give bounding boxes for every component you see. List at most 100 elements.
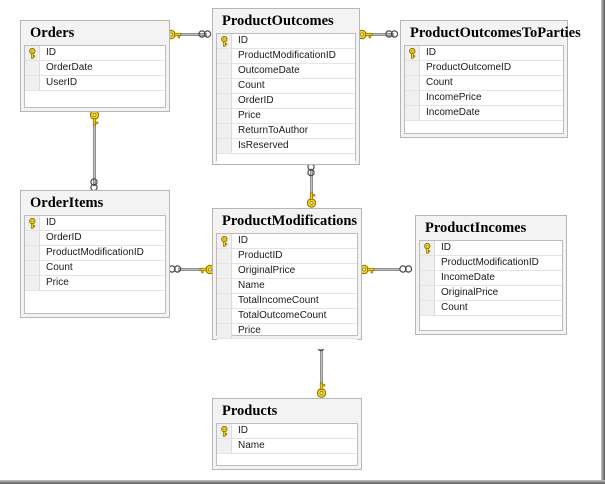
crowsfoot-endpoint-icon [399,263,413,275]
entity-field-name: IsReserved [238,140,289,151]
entity-field-row[interactable]: Count [420,301,562,316]
entity-field-name: ReturnToAuthor [238,125,309,136]
entity-field-row[interactable]: Name [217,279,357,294]
entity-field-row[interactable]: ID [217,234,357,249]
entity-field-row[interactable]: IncomeDate [405,106,563,121]
entity-field-row[interactable]: ProductModificationID [420,256,562,271]
entity-field-name: ProductOutcomeID [426,62,512,73]
entity-field-row[interactable]: Name [217,439,357,454]
entity-field-row[interactable]: ID [25,216,165,231]
entity-field-row[interactable]: ProductOutcomeID [405,61,563,76]
relationship-line [178,268,208,271]
entity-field-row[interactable]: ReturnToAuthor [217,124,355,139]
key-endpoint-icon [87,110,102,126]
entity-field-row[interactable]: OrderID [217,94,355,109]
entity-field-row[interactable]: IncomeDate [420,271,562,286]
entity-field-name: Name [238,440,265,451]
entity-field-name: Price [238,110,261,121]
entity-field-row[interactable]: TotalOutcomeCount [217,309,357,324]
entity-field-row[interactable]: Count [217,79,355,94]
entity-field-row[interactable]: Count [405,76,563,91]
entity-field-row[interactable]: Count [25,261,165,276]
field-gutter [217,109,232,123]
entity-field-row[interactable]: OrderDate [25,61,165,76]
entity-field-row[interactable]: OrderID [25,231,165,246]
field-gutter [420,256,435,270]
entity-field-name: OrderID [46,232,82,243]
canvas-edge-bottom [0,480,605,484]
entity-field-row[interactable]: OutcomeDate [217,64,355,79]
field-gutter [217,279,232,293]
entity-table-title: ProductOutcomes [222,13,334,29]
relationship-line [320,345,323,393]
entity-field-row[interactable]: TotalIncomeCount [217,294,357,309]
key-endpoint-icon [314,382,329,398]
entity-field-name: TotalOutcomeCount [238,310,327,321]
field-gutter [25,261,40,275]
primary-key-icon [405,46,420,60]
entity-field-name: Price [46,277,69,288]
entity-field-name: OriginalPrice [238,265,296,276]
crowsfoot-endpoint-icon [305,163,317,177]
entity-table-title: Products [222,403,278,419]
entity-field-name: ID [441,242,451,253]
entity-field-name: OriginalPrice [441,287,499,298]
entity-field-row[interactable]: ID [217,424,357,439]
entity-field-list-filler [25,91,165,107]
entity-field-row[interactable]: ProductID [217,249,357,264]
entity-field-row[interactable]: ID [420,241,562,256]
primary-key-icon [217,424,232,438]
field-gutter [25,61,40,75]
entity-field-list-filler [217,454,357,465]
field-gutter [405,91,420,105]
entity-field-row[interactable]: ID [217,34,355,49]
entity-field-name: ID [46,47,56,58]
entity-field-name: ID [238,35,248,46]
entity-field-row[interactable]: IncomePrice [405,91,563,106]
entity-field-row[interactable]: UserID [25,76,165,91]
entity-field-row[interactable]: OriginalPrice [217,264,357,279]
entity-field-row[interactable]: Price [217,324,357,339]
field-gutter [217,324,232,338]
field-gutter [217,264,232,278]
entity-field-row[interactable]: ID [405,46,563,61]
entity-field-name: Count [441,302,468,313]
crowsfoot-endpoint-icon [385,28,399,40]
entity-field-row[interactable]: ID [25,46,165,61]
entity-field-name: TotalIncomeCount [238,295,319,306]
entity-field-row[interactable]: Price [217,109,355,124]
primary-key-icon [217,34,232,48]
field-gutter [25,231,40,245]
entity-field-row[interactable]: Price [25,276,165,291]
entity-field-name: OrderDate [46,62,93,73]
entity-field-list: ID Name [216,423,358,466]
field-gutter [217,139,232,153]
entity-table-title: Orders [30,25,75,41]
entity-field-name: IncomeDate [426,107,480,118]
field-gutter [25,246,40,260]
entity-field-row[interactable]: ProductModificationID [217,49,355,64]
entity-field-name: IncomePrice [426,92,482,103]
field-gutter [217,249,232,263]
entity-field-row[interactable]: ProductModificationID [25,246,165,261]
crowsfoot-endpoint-icon [168,263,182,275]
entity-field-row[interactable]: OriginalPrice [420,286,562,301]
field-gutter [405,106,420,120]
field-gutter [420,271,435,285]
entity-field-name: ID [238,425,248,436]
field-gutter [25,276,40,290]
entity-table-title: OrderItems [30,195,104,211]
entity-field-row[interactable]: IsReserved [217,139,355,154]
